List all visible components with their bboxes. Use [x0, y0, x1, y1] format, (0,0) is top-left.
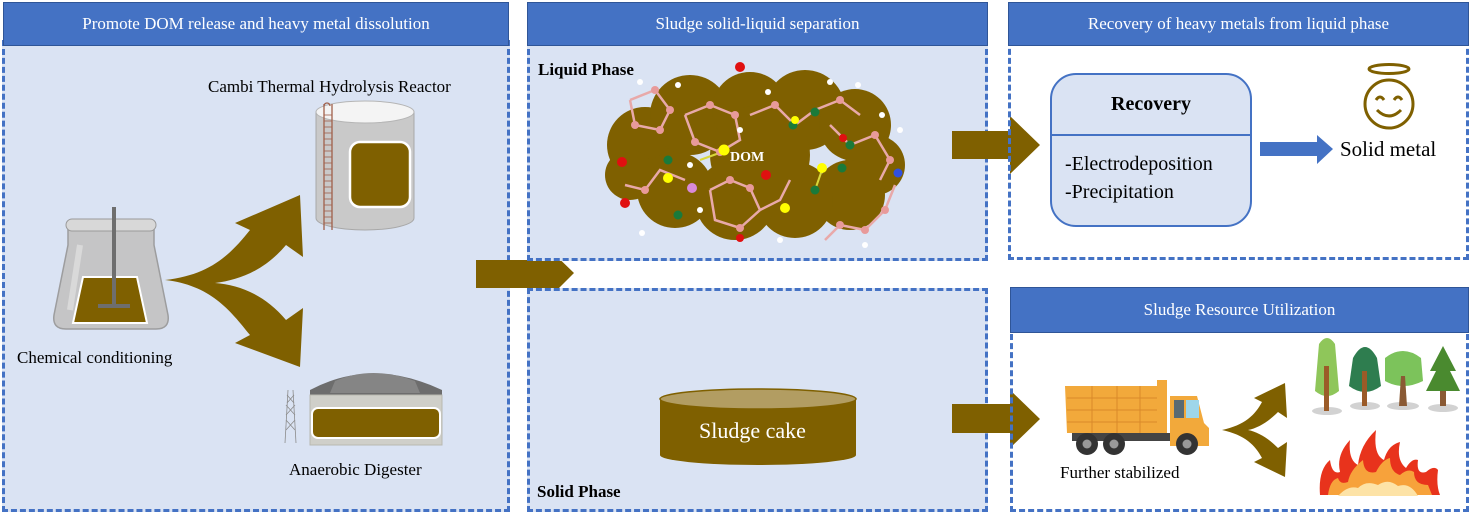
- recovery-panel-header: Recovery of heavy metals from liquid pha…: [1008, 2, 1469, 46]
- conditioning-panel-header: Promote DOM release and heavy metal diss…: [3, 2, 509, 46]
- conditioning-panel-title: Promote DOM release and heavy metal diss…: [82, 14, 430, 33]
- utilization-panel-title: Sludge Resource Utilization: [1143, 300, 1336, 319]
- sludge-cake-cylinder-icon: [659, 388, 857, 465]
- solid-phase-label: Solid Phase: [537, 482, 621, 501]
- split-arrow-icon: [165, 195, 303, 367]
- truck-label: Further stabilized: [1060, 463, 1180, 482]
- dom-molecule-cloud-icon: [605, 62, 905, 248]
- trees-icon: [1312, 338, 1460, 415]
- dump-truck-icon: [1065, 380, 1209, 455]
- solid-flow-arrow-icon: [952, 390, 1040, 448]
- liquid-flow-arrow-icon: [952, 116, 1040, 174]
- reactor-label: Cambi Thermal Hydrolysis Reactor: [208, 77, 451, 96]
- smiling-halo-face-icon: [1363, 63, 1415, 130]
- separation-panel-title: Sludge solid-liquid separation: [655, 14, 860, 33]
- arrow-right-blue-icon: [1260, 135, 1333, 164]
- sludge-cake-label: Sludge cake: [699, 418, 806, 443]
- beaker-with-stirrer-icon: [53, 207, 169, 330]
- digester-label: Anaerobic Digester: [289, 460, 422, 479]
- dom-label: DOM: [730, 150, 765, 165]
- flask-label: Chemical conditioning: [17, 348, 173, 367]
- separation-panel-header: Sludge solid-liquid separation: [527, 2, 988, 46]
- solid-metal-label: Solid metal: [1340, 137, 1437, 161]
- recovery-method-item: -Electrodeposition: [1065, 153, 1213, 175]
- liquid-phase-label: Liquid Phase: [538, 60, 634, 79]
- fire-icon: [1319, 430, 1440, 496]
- split-arrow-icon: [1222, 383, 1287, 477]
- thermal-hydrolysis-tank-icon: [315, 100, 415, 231]
- recovery-method-box: Recovery -Electrodeposition -Precipitati…: [1050, 73, 1252, 227]
- anaerobic-digester-dome-icon: [284, 373, 443, 446]
- recovery-box-title: Recovery: [1052, 75, 1250, 136]
- recovery-method-item: -Precipitation: [1065, 181, 1174, 203]
- utilization-panel-header: Sludge Resource Utilization: [1010, 287, 1469, 333]
- recovery-panel-title: Recovery of heavy metals from liquid pha…: [1087, 14, 1390, 33]
